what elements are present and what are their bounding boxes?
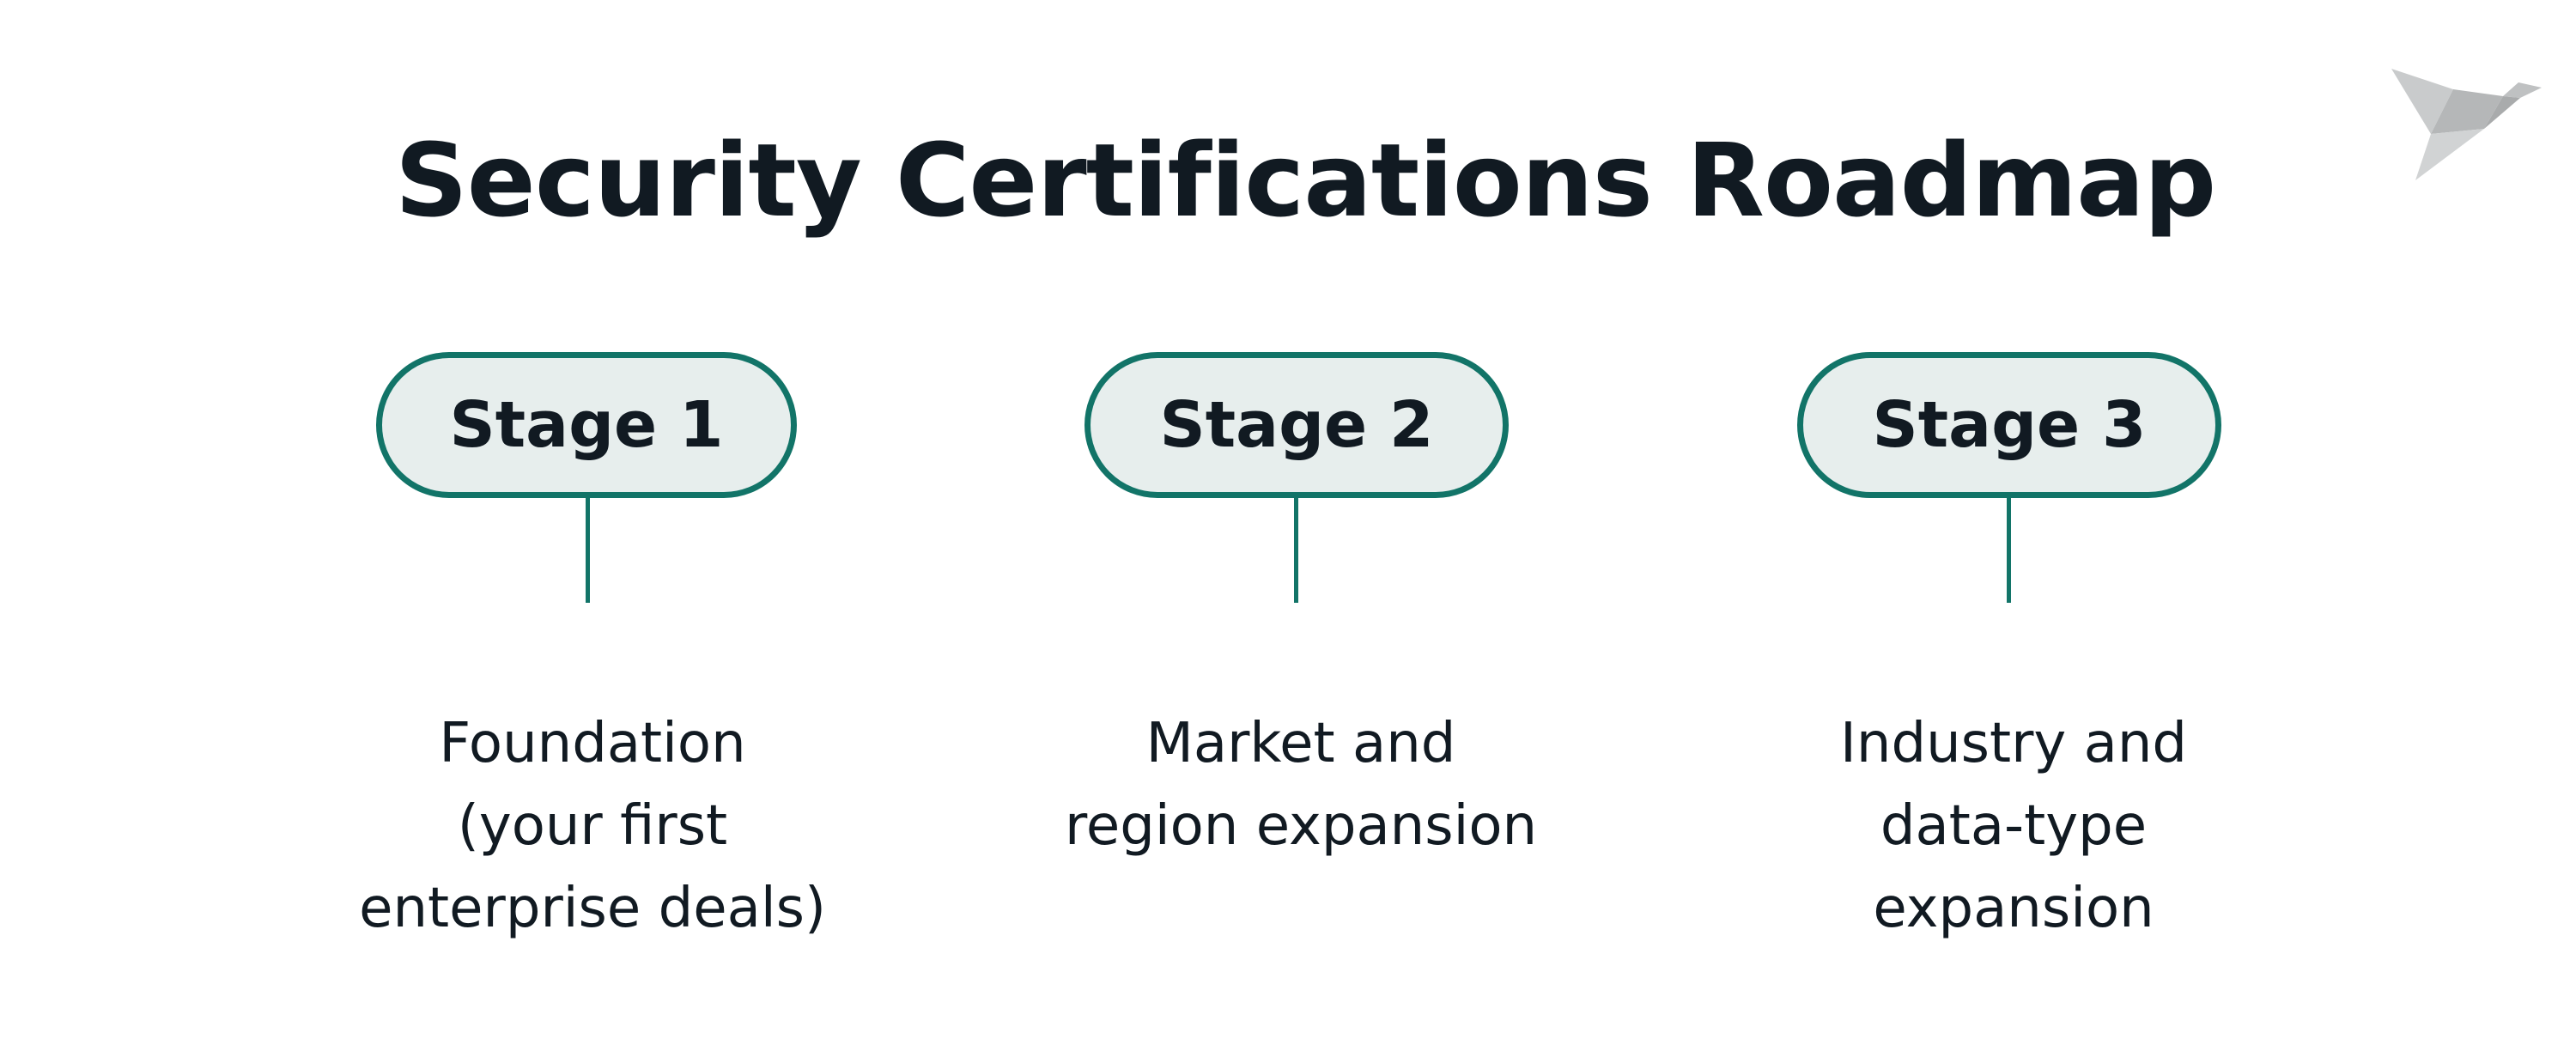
stage-2-description: Market and region expansion xyxy=(1000,702,1601,867)
stage-1-description-line: (your first xyxy=(457,794,728,858)
stage-3-description-line: expansion xyxy=(1873,877,2154,940)
stage-3-description: Industry and data-type expansion xyxy=(1713,702,2314,950)
paper-bird-icon xyxy=(2391,69,2542,180)
stage-3-pill: Stage 3 xyxy=(1797,352,2221,498)
stage-1: Stage 1 Foundation (your first enterpris… xyxy=(292,352,893,996)
stage-1-description: Foundation (your first enterprise deals) xyxy=(292,702,893,950)
stage-1-label: Stage 1 xyxy=(449,388,724,462)
stage-2-pill: Stage 2 xyxy=(1084,352,1509,498)
stage-3-connector xyxy=(2007,498,2011,603)
stage-3-description-line: Industry and xyxy=(1840,712,2187,775)
stage-2-connector xyxy=(1294,498,1298,603)
stage-2-description-line: Market and xyxy=(1145,712,1456,775)
stage-1-connector xyxy=(586,498,590,603)
stage-1-description-line: Foundation xyxy=(439,712,746,775)
stage-3-label: Stage 3 xyxy=(1872,388,2147,462)
stage-2-label: Stage 2 xyxy=(1159,388,1434,462)
stage-3: Stage 3 Industry and data-type expansion xyxy=(1713,352,2314,996)
stage-3-description-line: data-type xyxy=(1880,794,2148,858)
stage-1-pill: Stage 1 xyxy=(376,352,797,498)
page-title: Security Certifications Roadmap xyxy=(394,121,2216,240)
stage-2-description-line: region expansion xyxy=(1064,794,1538,858)
stage-1-description-line: enterprise deals) xyxy=(359,877,826,940)
stage-2: Stage 2 Market and region expansion xyxy=(1000,352,1601,996)
